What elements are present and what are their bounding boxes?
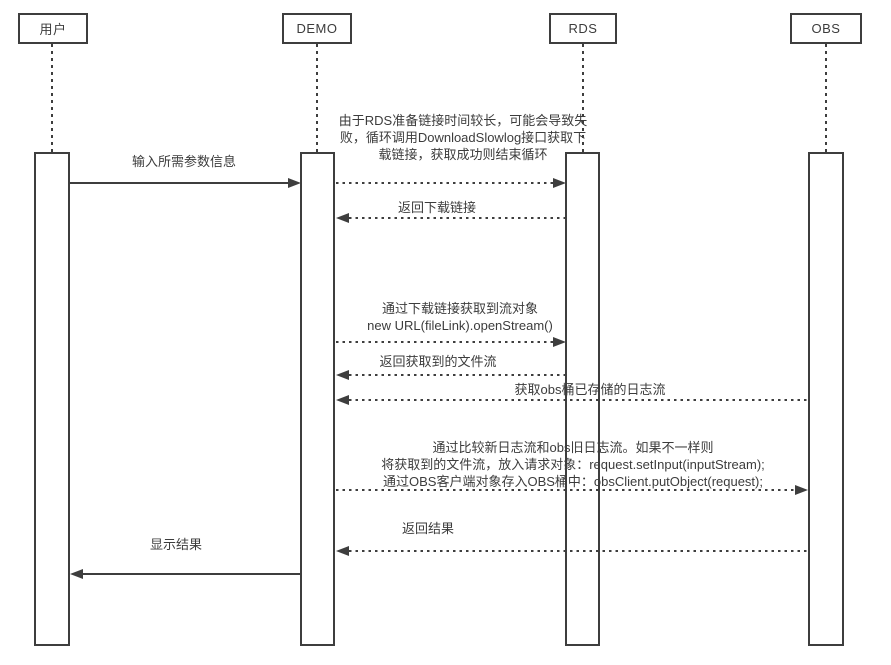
arrowhead-left-icon (336, 395, 349, 405)
message-line-show-result (83, 573, 300, 575)
message-line-get-obs-log-stream (349, 399, 808, 401)
arrowhead-right-icon (795, 485, 808, 495)
message-line-input-params (70, 182, 288, 184)
participant-label-rds: RDS (568, 21, 598, 36)
participant-box-user: 用户 (18, 13, 88, 44)
arrowhead-right-icon (288, 178, 301, 188)
message-line-download-slowlog (336, 182, 553, 184)
arrowhead-left-icon (336, 370, 349, 380)
message-line-return-result (349, 550, 808, 552)
participant-label-user: 用户 (39, 22, 67, 37)
message-label-return-file-stream: 返回获取到的文件流 (379, 354, 497, 369)
message-label-return-download-link: 返回下载链接 (397, 200, 476, 215)
message-line-open-stream (336, 341, 553, 343)
lifeline-rds (582, 44, 584, 153)
message-line-return-download-link (349, 217, 565, 219)
message-label-open-stream: 通过下载链接获取到流对象 new URL(fileLink).openStrea… (367, 301, 553, 333)
arrowhead-right-icon (553, 178, 566, 188)
lifeline-obs (825, 44, 827, 153)
activation-bar-demo (300, 152, 335, 646)
message-label-input-params: 输入所需参数信息 (131, 154, 236, 169)
message-line-put-object (336, 489, 795, 491)
message-label-get-obs-log-stream: 获取obs桶已存储的日志流 (514, 382, 666, 397)
participant-box-rds: RDS (549, 13, 617, 44)
participant-box-demo: DEMO (282, 13, 352, 44)
arrowhead-left-icon (336, 213, 349, 223)
activation-bar-obs (808, 152, 844, 646)
message-line-return-file-stream (349, 374, 565, 376)
message-label-put-object-note: 通过比较新日志流和obs旧日志流。如果不一样则 将获取到的文件流，放入请求对象：… (381, 440, 765, 489)
participant-label-obs: OBS (811, 21, 841, 36)
lifeline-demo (316, 44, 318, 153)
participant-box-obs: OBS (790, 13, 862, 44)
message-label-return-result: 返回结果 (401, 521, 454, 536)
lifeline-user (51, 44, 53, 153)
participant-label-demo: DEMO (296, 21, 338, 36)
message-label-download-slowlog-note: 由于RDS准备链接时间较长，可能会导致失 败，循环调用DownloadSlowl… (338, 113, 588, 162)
arrowhead-left-icon (336, 546, 349, 556)
activation-bar-user (34, 152, 70, 646)
arrowhead-left-icon (70, 569, 83, 579)
message-label-show-result: 显示结果 (149, 537, 202, 552)
arrowhead-right-icon (553, 337, 566, 347)
